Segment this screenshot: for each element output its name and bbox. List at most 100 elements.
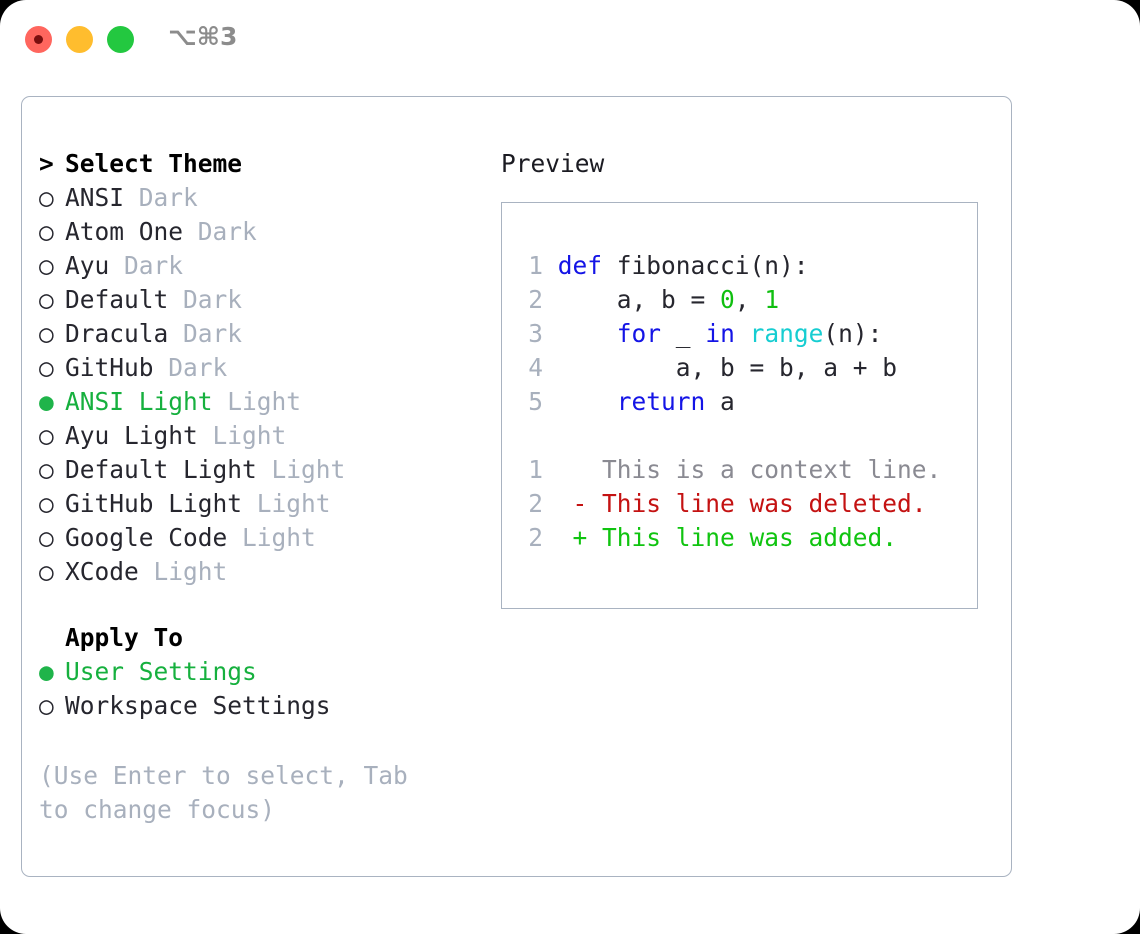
- apply-to-option[interactable]: ○ Workspace Settings: [39, 689, 479, 723]
- theme-option-variant: Dark: [197, 217, 257, 246]
- theme-option[interactable]: ○ Ayu Dark: [39, 249, 479, 283]
- theme-option-label: GitHub Light: [65, 489, 257, 518]
- radio-unselected-icon: ○: [39, 183, 69, 212]
- radio-selected-icon: ●: [39, 387, 69, 416]
- apply-to-list: ● User Settings○ Workspace Settings: [39, 655, 479, 723]
- code-token: [558, 319, 617, 348]
- diff-sign: -: [543, 489, 588, 518]
- theme-option[interactable]: ○ Ayu Light Light: [39, 419, 479, 453]
- radio-unselected-icon: ○: [39, 217, 69, 246]
- theme-option-label: GitHub: [65, 353, 169, 382]
- radio-unselected-icon: ○: [39, 489, 69, 518]
- code-token: (n):: [823, 319, 883, 348]
- theme-option-label: Default: [65, 285, 184, 314]
- diff-sign: +: [543, 523, 588, 552]
- code-gutter-space: [543, 319, 558, 348]
- diff-line: 1 This is a context line.: [515, 453, 965, 487]
- code-line-number: 1: [528, 251, 543, 280]
- diff-line-number: 1: [528, 455, 543, 484]
- preview-pane: Preview 1 def fibonacci(n):2 a, b = 0, 1…: [501, 147, 978, 609]
- code-token: ,: [734, 285, 765, 314]
- diff-text: This line was added.: [587, 523, 898, 552]
- theme-option-variant: Dark: [124, 251, 184, 280]
- apply-to-header-label: Apply To: [65, 623, 184, 652]
- code-gutter-space: [543, 387, 558, 416]
- diff-text: This line was deleted.: [587, 489, 927, 518]
- theme-option[interactable]: ○ Default Dark: [39, 283, 479, 317]
- theme-list: ○ ANSI Dark○ Atom One Dark○ Ayu Dark○ De…: [39, 181, 479, 589]
- diff-line-number: 2: [528, 523, 543, 552]
- code-line: 2 a, b = 0, 1: [515, 283, 965, 317]
- radio-unselected-icon: ○: [39, 691, 69, 720]
- diff-sign: [543, 455, 587, 484]
- keyboard-shortcut-label: ⌥⌘3: [168, 22, 238, 51]
- theme-option-variant: Light: [271, 455, 346, 484]
- code-line-number: 5: [528, 387, 543, 416]
- apply-to-header: Apply To: [39, 621, 479, 655]
- diff-line: 2 - This line was deleted.: [515, 487, 965, 521]
- code-gutter-space: [543, 251, 558, 280]
- theme-option-label: Atom One: [65, 217, 198, 246]
- theme-option-label: Ayu Light: [65, 421, 213, 450]
- maximize-window-button[interactable]: [107, 26, 134, 53]
- radio-unselected-icon: ○: [39, 353, 69, 382]
- minimize-window-button[interactable]: [66, 26, 93, 53]
- theme-option[interactable]: ● ANSI Light Light: [39, 385, 479, 419]
- theme-option-label: Google Code: [65, 523, 243, 552]
- code-token: _: [661, 319, 706, 348]
- code-token: for: [616, 319, 662, 348]
- diff-line: 2 + This line was added.: [515, 521, 965, 555]
- theme-option-variant: Light: [212, 421, 287, 450]
- code-token: [735, 319, 750, 348]
- preview-title: Preview: [501, 149, 605, 178]
- keyboard-hint: (Use Enter to select, Tab to change focu…: [39, 761, 408, 824]
- radio-unselected-icon: ○: [39, 455, 69, 484]
- apply-to-option[interactable]: ● User Settings: [39, 655, 479, 689]
- code-token: fibonacci(n):: [616, 251, 809, 280]
- theme-option[interactable]: ○ XCode Light: [39, 555, 479, 589]
- theme-option-label: Dracula: [65, 319, 184, 348]
- theme-picker-header: >Select Theme: [39, 147, 479, 181]
- code-token: return: [616, 387, 706, 416]
- theme-option-variant: Dark: [183, 319, 243, 348]
- theme-option[interactable]: ○ Dracula Dark: [39, 317, 479, 351]
- code-line-number: 4: [528, 353, 543, 382]
- code-token: 1: [764, 285, 780, 314]
- theme-option-label: XCode: [65, 557, 154, 586]
- theme-picker: >Select Theme ○ ANSI Dark○ Atom One Dark…: [39, 147, 479, 827]
- theme-option[interactable]: ○ Google Code Light: [39, 521, 479, 555]
- code-token: def: [557, 251, 617, 280]
- code-token: range: [749, 319, 824, 348]
- close-window-button[interactable]: [25, 26, 52, 53]
- radio-unselected-icon: ○: [39, 319, 69, 348]
- radio-selected-icon: ●: [39, 657, 69, 686]
- title-bar: ⌥⌘3: [0, 0, 1140, 78]
- apply-to-option-label: Workspace Settings: [65, 691, 331, 720]
- code-line: 1 def fibonacci(n):: [515, 249, 965, 283]
- code-token: in: [705, 319, 735, 348]
- theme-option[interactable]: ○ GitHub Light Light: [39, 487, 479, 521]
- radio-unselected-icon: ○: [39, 251, 69, 280]
- diff-text: This is a context line.: [587, 455, 942, 484]
- theme-option-variant: Dark: [168, 353, 228, 382]
- diff-line-number: 2: [528, 489, 543, 518]
- code-gutter-space: [543, 353, 558, 382]
- radio-unselected-icon: ○: [39, 557, 69, 586]
- theme-option-label: Ayu: [65, 251, 125, 280]
- theme-option[interactable]: ○ Atom One Dark: [39, 215, 479, 249]
- theme-option[interactable]: ○ GitHub Dark: [39, 351, 479, 385]
- header-caret-icon: >: [39, 149, 54, 178]
- apply-to-indent: [39, 621, 65, 655]
- theme-option-variant: Dark: [183, 285, 243, 314]
- radio-unselected-icon: ○: [39, 421, 69, 450]
- theme-option[interactable]: ○ ANSI Dark: [39, 181, 479, 215]
- radio-unselected-icon: ○: [39, 285, 69, 314]
- theme-option-variant: Light: [227, 387, 302, 416]
- code-token: 0: [720, 285, 735, 314]
- code-line: 5 return a: [515, 385, 965, 419]
- theme-option[interactable]: ○ Default Light Light: [39, 453, 479, 487]
- code-token: a, b = b, a + b: [557, 353, 898, 382]
